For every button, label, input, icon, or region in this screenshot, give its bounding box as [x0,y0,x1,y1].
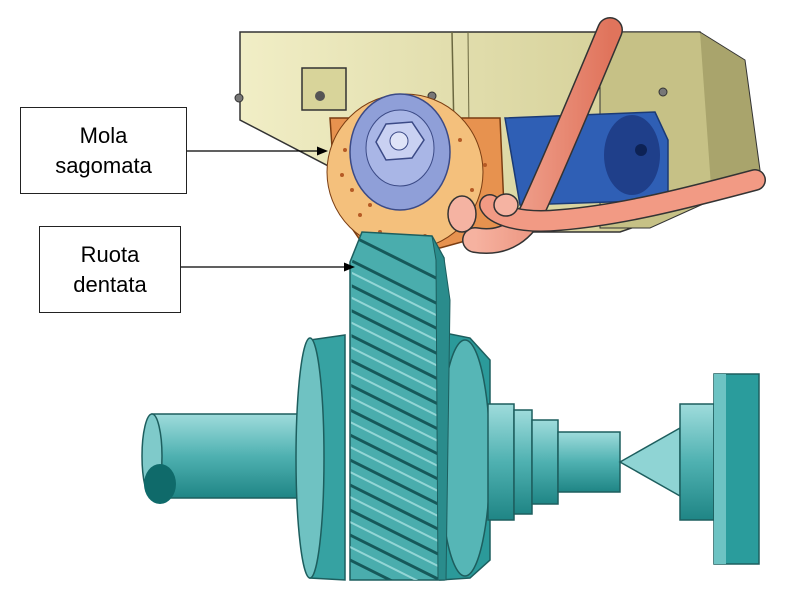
gear-hub [295,331,491,581]
left-shaft [141,413,318,504]
callout-arrow-grinding-wheel [187,146,328,156]
right-shaft [487,373,760,565]
label-gear-line2: dentata [73,271,147,297]
label-grinding-wheel-line2: sagomata [55,152,152,178]
label-grinding-wheel-line1: Mola [79,122,128,148]
label-grinding-wheel: Mola sagomata [20,107,187,194]
label-gear: Ruota dentata [39,226,181,313]
callout-arrow-gear [181,262,355,272]
label-gear-line1: Ruota [80,241,140,267]
coolant-hose [447,17,766,254]
grinding-wheel [326,93,506,251]
